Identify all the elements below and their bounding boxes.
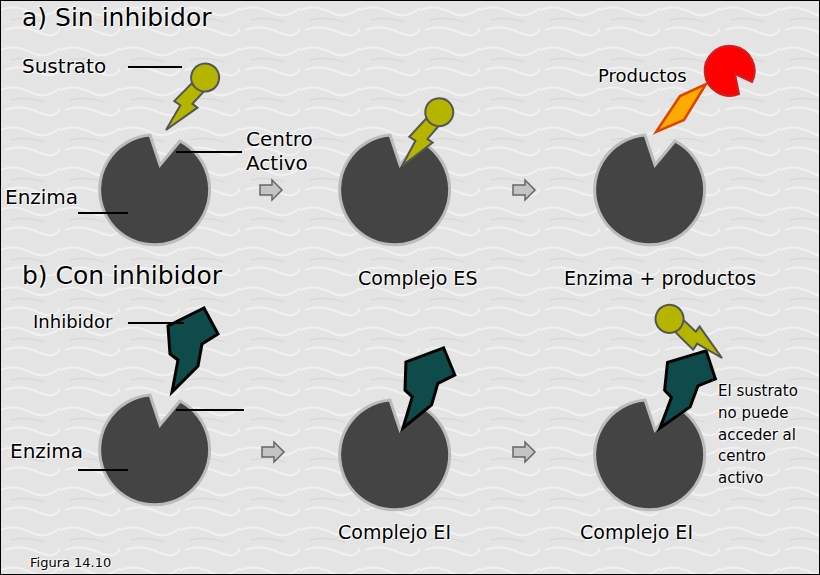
- stage-label: Complejo ES: [358, 268, 477, 290]
- note-text: El sustrato no puede acceder al centro a…: [718, 381, 814, 490]
- stage-label: Enzima + productos: [564, 268, 756, 290]
- figure-caption: Figura 14.10: [30, 556, 111, 571]
- stage-label: Complejo EI: [338, 522, 451, 544]
- stage-label: Complejo EI: [580, 522, 693, 544]
- section-heading: b) Con inhibidor: [22, 262, 222, 291]
- part-label: Productos: [598, 66, 687, 87]
- part-label: Enzima: [5, 186, 78, 209]
- part-label: Centro Activo: [246, 127, 328, 175]
- section-heading: a) Sin inhibidor: [22, 4, 211, 33]
- part-label: Inhibidor: [33, 312, 112, 333]
- part-label: Sustrato: [22, 55, 106, 78]
- part-label: Enzima: [10, 440, 83, 463]
